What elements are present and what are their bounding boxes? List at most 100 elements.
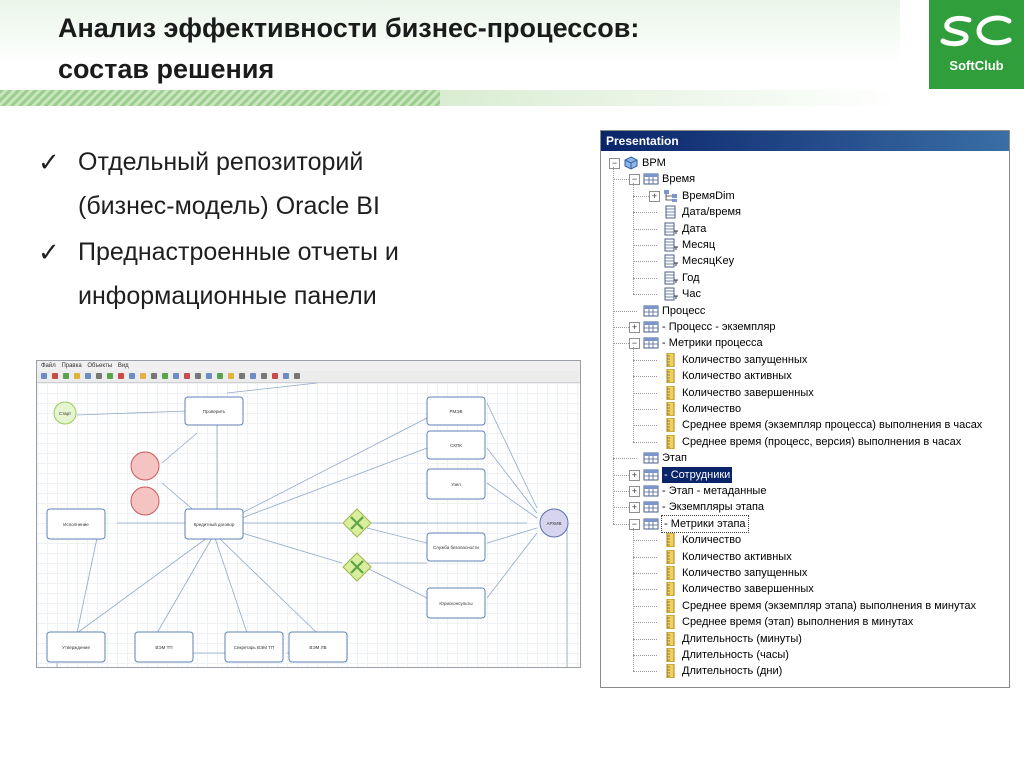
- tree-connector: [613, 310, 637, 312]
- toolbar-button[interactable]: [283, 373, 289, 379]
- toolbar-button[interactable]: [74, 373, 80, 379]
- toolbar-button[interactable]: [195, 373, 201, 379]
- tree-item[interactable]: МесяцKey: [601, 253, 1001, 269]
- toolbar-button[interactable]: [41, 373, 47, 379]
- sc-logo-icon: [940, 15, 1012, 47]
- tree-connector: [633, 183, 634, 295]
- expand-icon[interactable]: +: [629, 502, 640, 514]
- node-label: Секретарь ВЭМ ТП: [234, 645, 274, 650]
- toolbar-button[interactable]: [129, 373, 135, 379]
- toolbar-button[interactable]: [52, 373, 58, 379]
- table-icon: [643, 468, 659, 482]
- expand-icon[interactable]: +: [649, 190, 660, 202]
- measure-icon: [663, 565, 679, 581]
- tree-item[interactable]: Количество завершенных: [601, 581, 1001, 597]
- header-stripe-fade: [440, 90, 900, 106]
- toolbar-button[interactable]: [107, 373, 113, 379]
- measure-icon: [663, 434, 679, 450]
- tree-item[interactable]: −Время: [601, 171, 1001, 187]
- toolbar-button[interactable]: [63, 373, 69, 379]
- menu-item[interactable]: Файл: [41, 363, 56, 369]
- tree-item[interactable]: Количество: [601, 401, 1001, 417]
- toolbar-button[interactable]: [173, 373, 179, 379]
- node-label: ВЭМ ЛВ: [309, 645, 326, 650]
- tree-item[interactable]: Месяц: [601, 237, 1001, 253]
- tree-connector: [613, 343, 637, 345]
- tree-item-label: Количество завершенных: [682, 386, 814, 399]
- toolbar-button[interactable]: [206, 373, 212, 379]
- tree-connector: [633, 638, 657, 640]
- tree-connector: [633, 573, 657, 574]
- tree-item[interactable]: Длительность (часы): [601, 647, 1001, 663]
- toolbar-button[interactable]: [162, 373, 168, 379]
- tree-item[interactable]: Дата/время: [601, 204, 1001, 220]
- tree-item[interactable]: Количество активных: [601, 549, 1001, 565]
- collapse-icon[interactable]: −: [629, 518, 640, 530]
- expand-icon[interactable]: +: [629, 486, 640, 497]
- toolbar-button[interactable]: [118, 373, 124, 379]
- tree-connector: [613, 491, 637, 492]
- toolbar-button[interactable]: [184, 373, 190, 379]
- toolbar-button[interactable]: [261, 373, 267, 379]
- tree-item[interactable]: Количество завершенных: [601, 385, 1001, 401]
- tree-item[interactable]: Длительность (дни): [601, 663, 1001, 679]
- tree-item[interactable]: Количество: [601, 532, 1001, 548]
- toolbar-button[interactable]: [217, 373, 223, 379]
- process-diagram-screenshot: Файл Правка Объекты Вид: [36, 360, 581, 668]
- tree-item[interactable]: Среднее время (экземпляр процесса) выпол…: [601, 417, 1001, 433]
- toolbar-button[interactable]: [294, 373, 300, 379]
- tree-item[interactable]: Год: [601, 270, 1001, 286]
- tree-item[interactable]: +- Экземпляры этапа: [601, 499, 1001, 515]
- tree-item[interactable]: −BPM: [601, 155, 1001, 171]
- table-icon: [643, 172, 659, 186]
- tree-item[interactable]: Среднее время (процесс, версия) выполнен…: [601, 434, 1001, 450]
- tree-item[interactable]: +- Процесс - экземпляр: [601, 319, 1001, 335]
- tree-item[interactable]: +ВремяDim: [601, 188, 1001, 204]
- toolbar-button[interactable]: [272, 373, 278, 379]
- tree-connector: [633, 228, 657, 230]
- collapse-icon[interactable]: −: [609, 158, 620, 169]
- tree-item[interactable]: Дата: [601, 221, 1001, 237]
- measure-icon: [663, 647, 679, 663]
- menu-item[interactable]: Объекты: [87, 363, 113, 369]
- node-label: Кредитный договор: [194, 521, 235, 527]
- measure-icon: [663, 549, 679, 565]
- tree-item[interactable]: Среднее время (этап) выполнения в минута…: [601, 614, 1001, 630]
- measure-icon: [663, 598, 679, 614]
- tree-item[interactable]: Час: [601, 286, 1001, 302]
- tree-item[interactable]: Количество запущенных: [601, 352, 1001, 368]
- collapse-icon[interactable]: −: [629, 174, 640, 186]
- expand-icon[interactable]: +: [629, 469, 640, 481]
- toolbar-button[interactable]: [85, 373, 91, 379]
- diagram-svg: Старт Проверить Исполнение Кредитный дог…: [46, 383, 569, 667]
- collapse-icon[interactable]: −: [629, 338, 640, 350]
- page-title: Анализ эффективности бизнес-процессов: с…: [58, 8, 858, 90]
- menu-item[interactable]: Правка: [61, 363, 82, 369]
- tree-connector: [613, 523, 637, 525]
- menu-item[interactable]: Вид: [117, 363, 129, 369]
- tree-item-label: Дата: [682, 222, 707, 235]
- tree-item[interactable]: +- Этап - метаданные: [601, 483, 1001, 499]
- toolbar-button[interactable]: [250, 373, 256, 379]
- tree-item[interactable]: Среднее время (экземпляр этапа) выполнен…: [601, 598, 1001, 614]
- tree-connector: [613, 179, 637, 181]
- title-line-1: Анализ эффективности бизнес-процессов:: [58, 13, 640, 43]
- toolbar-button[interactable]: [151, 373, 157, 379]
- toolbar-button[interactable]: [140, 373, 146, 379]
- tree-item[interactable]: Количество активных: [601, 368, 1001, 384]
- toolbar-button[interactable]: [228, 373, 234, 379]
- toolbar-button[interactable]: [239, 373, 245, 379]
- tree-item-label: Среднее время (экземпляр этапа) выполнен…: [682, 599, 977, 612]
- tree-item[interactable]: Процесс: [601, 303, 1001, 319]
- tree-item[interactable]: − - Метрики процесса: [601, 335, 1001, 351]
- tree-item[interactable]: Этап: [601, 450, 1001, 466]
- tree-item[interactable]: −- Метрики этапа: [601, 514, 1001, 533]
- node-label: Узел: [451, 482, 461, 487]
- tree-item[interactable]: +- Сотрудники: [601, 466, 1001, 483]
- tree-item[interactable]: Длительность (минуты): [601, 631, 1001, 647]
- tree-item-label: - Метрики процесса: [662, 337, 763, 350]
- toolbar-button[interactable]: [96, 373, 102, 379]
- tree-item[interactable]: Количество запущенных: [601, 565, 1001, 581]
- expand-icon[interactable]: +: [629, 322, 640, 333]
- column-key-icon: [663, 254, 679, 268]
